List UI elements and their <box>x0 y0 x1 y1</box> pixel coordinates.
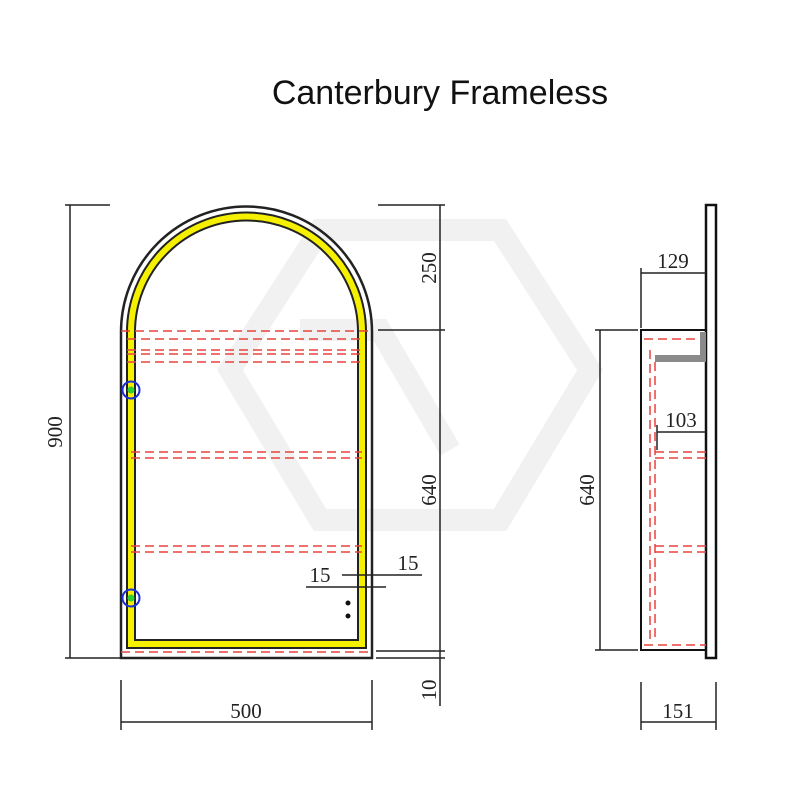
dim-top-depth: 129 <box>657 249 689 273</box>
dim-arch-height: 250 <box>417 252 441 284</box>
side-view: 129 103 640 151 <box>575 203 718 730</box>
led-strip <box>127 212 366 648</box>
dim-cabinet-height: 640 <box>417 474 441 506</box>
mirror-panel <box>704 203 718 660</box>
shelves-hidden-lines <box>121 330 372 653</box>
mirror-outline <box>119 205 374 660</box>
dim-inset-left: 15 <box>310 563 331 587</box>
sensor-dot <box>345 600 351 606</box>
hinge-bottom <box>121 588 141 608</box>
cabinet-body <box>640 329 707 651</box>
dim-inset-right: 15 <box>398 551 419 575</box>
dim-side-cabinet-height: 640 <box>575 474 599 506</box>
dim-bottom-gap: 10 <box>417 680 441 701</box>
hinge-top <box>121 380 141 400</box>
dim-overall-height: 900 <box>43 416 67 448</box>
front-view: 15 15 900 250 640 10 500 <box>43 204 445 730</box>
title: Canterbury Frameless <box>272 74 608 112</box>
dim-width: 500 <box>230 699 262 723</box>
dim-shelf-depth: 103 <box>665 408 697 432</box>
sensor-dot <box>345 613 351 619</box>
dim-total-depth: 151 <box>662 699 694 723</box>
inner-outline <box>134 219 359 641</box>
watermark-logo <box>217 219 603 531</box>
